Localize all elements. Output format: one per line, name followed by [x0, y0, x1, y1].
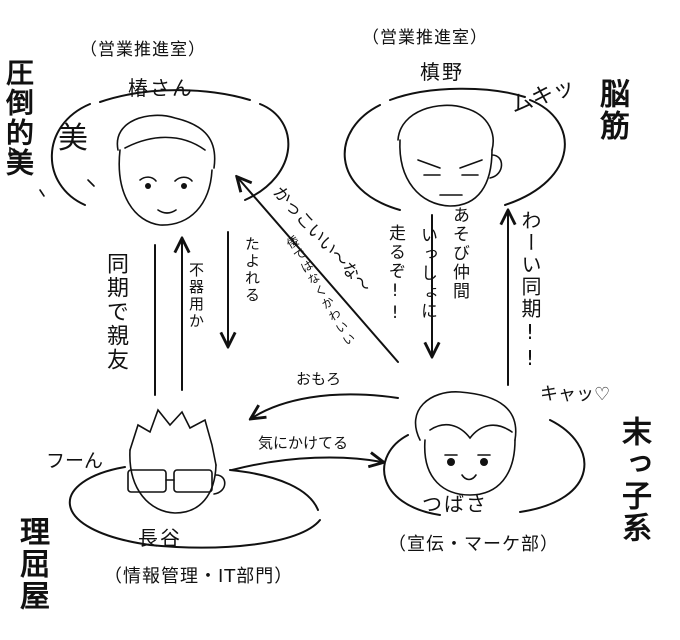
tsubasa-dept: （宣伝・マーケ部）	[388, 534, 559, 555]
relation-makino-to-tsubasa-b: いっしょに	[417, 226, 437, 321]
tsubasa-oval	[383, 419, 586, 516]
tsubasa-face	[414, 391, 517, 496]
hasegawa-name: 長谷	[138, 526, 182, 550]
makino-oval	[343, 99, 566, 211]
tsubaki-trait: 圧倒的美	[2, 58, 35, 178]
relation-hasegawa-to-tsubasa: 気にかけてる	[258, 434, 349, 452]
makino-trait: 脳筋	[594, 78, 629, 142]
tsubasa-trait: 末っ子系	[616, 416, 651, 544]
relation-tsubasa-to-makino: わーい同期!!	[518, 210, 542, 372]
makino-name: 槙野	[420, 60, 464, 84]
relation-tsubaki-to-tsubasa-a: たよれる	[243, 236, 261, 304]
sparkle-icon	[9, 146, 95, 197]
tsubaki-dept: （営業推進室）	[80, 40, 206, 60]
arrow-tsubasa-to-tsubaki	[238, 178, 399, 363]
tsubaki-face	[116, 114, 216, 226]
makino-oval-top	[389, 87, 526, 101]
hasegawa-oval-right	[229, 469, 319, 511]
tsubasa-sound: キャッ♡	[540, 384, 611, 405]
hasegawa-dept: （情報管理・IT部門）	[104, 566, 294, 587]
relation-makino-to-tsubasa-a: 走るぞ!!	[385, 224, 405, 325]
relation-makino-to-tsubasa-c: あそび仲間	[449, 206, 469, 301]
hasegawa-trait: 理屈屋	[14, 516, 49, 612]
tsubaki-name: 椿さん	[128, 76, 194, 100]
relation-tsubaki-to-hasegawa: 不器用か	[187, 262, 205, 330]
hasegawa-sound: フーん	[46, 450, 104, 472]
makino-face	[397, 104, 503, 207]
hasegawa-face	[127, 408, 226, 514]
makino-dept: （営業推進室）	[362, 28, 488, 48]
arrow-hasegawa-to-tsubasa	[231, 457, 382, 471]
tsubaki-beauty-mark: 美	[58, 121, 88, 156]
tsubaki-oval-top	[99, 89, 251, 103]
relation-tsubasa-to-hasegawa: おもろ	[296, 370, 342, 388]
relation-hasegawa-to-tsubaki: 同期で親友	[103, 252, 128, 372]
arrow-tsubasa-to-hasegawa	[252, 393, 399, 418]
tsubaki-oval	[50, 103, 290, 206]
tsubasa-name: つばさ	[422, 492, 488, 516]
hasegawa-oval	[69, 466, 321, 549]
